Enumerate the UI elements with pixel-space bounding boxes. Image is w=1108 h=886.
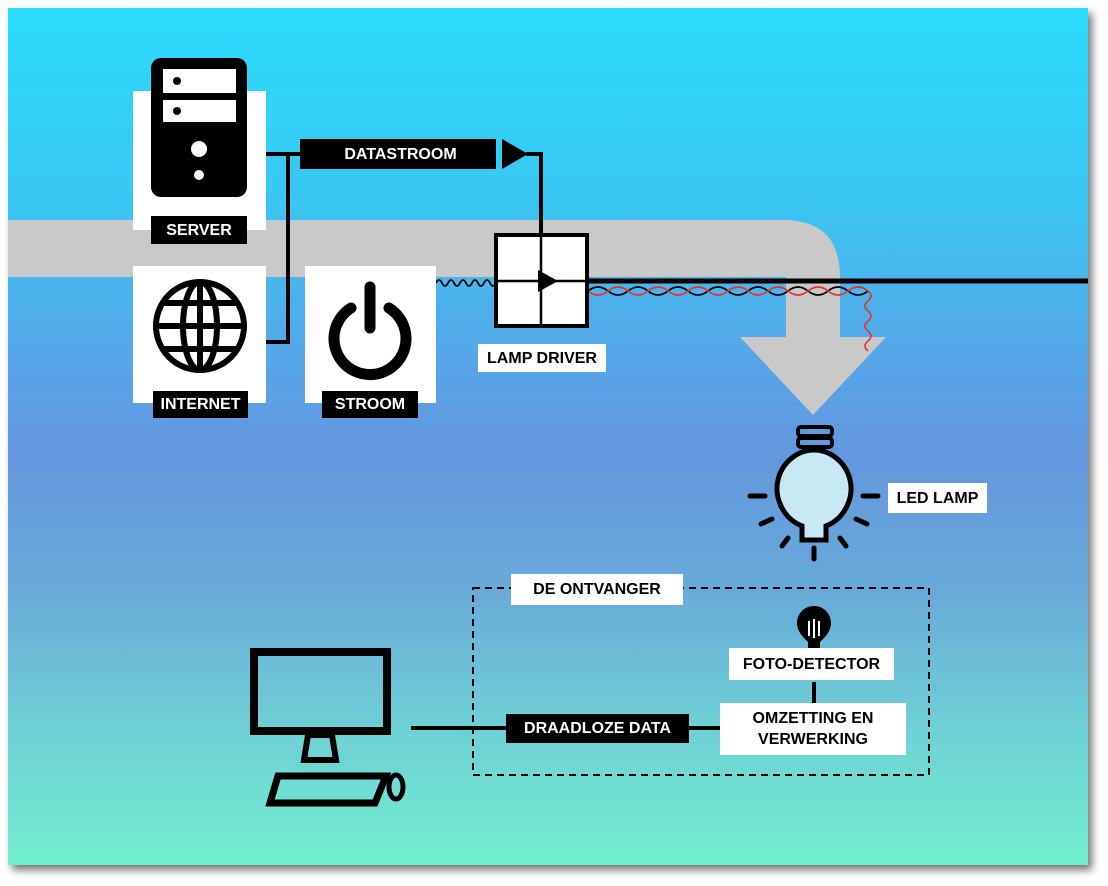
signal-wire-red (864, 290, 872, 352)
diagram-graphics (8, 58, 1088, 807)
datastroom-arrowhead (502, 139, 528, 169)
stroom-label: STROOM (322, 391, 418, 418)
conversion-processing-label: OMZETTING EN VERWERKING (720, 703, 906, 755)
server-label: SERVER (151, 216, 247, 244)
globe-icon (153, 279, 247, 373)
lamp-driver-label: LAMP DRIVER (478, 344, 606, 372)
light-bulb-icon (747, 425, 881, 562)
photo-detector-icon (797, 606, 831, 703)
wireless-data-label: DRAADLOZE DATA (506, 714, 689, 743)
twisted-wire-red (587, 286, 869, 296)
power-icon (328, 281, 412, 381)
power-coil (435, 279, 503, 287)
diagram-canvas: SERVER INTERNET STROOM DATASTROOM LAMP D… (8, 8, 1088, 865)
datastroom-label: DATASTROOM (308, 139, 493, 169)
photo-detector-label: FOTO-DETECTOR (729, 648, 894, 680)
internet-data-line (266, 154, 290, 344)
internet-label: INTERNET (153, 391, 248, 418)
receiver-label: DE ONTVANGER (511, 574, 683, 605)
server-icon (151, 58, 247, 197)
lamp-driver-icon (494, 233, 589, 328)
led-lamp-label: LED LAMP (888, 483, 987, 513)
computer-icon (250, 648, 392, 807)
datastroom-line-down (526, 152, 543, 238)
mouse-icon (386, 772, 406, 802)
receiver-boundary (472, 587, 930, 776)
